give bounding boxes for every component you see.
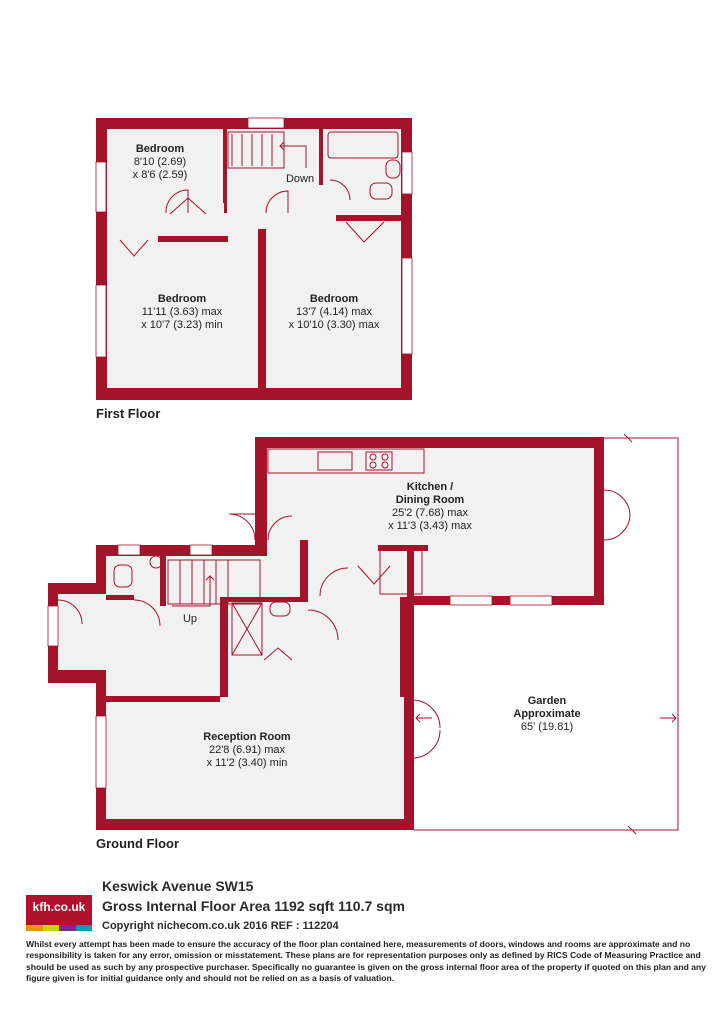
first-floor-window-top	[247, 117, 285, 129]
first-floor-window-right-bottom	[401, 257, 413, 355]
room-name: Bedroom	[136, 143, 185, 155]
stair-wall	[160, 552, 166, 606]
room-name: Dining Room	[396, 494, 465, 506]
room-name: Approximate	[513, 708, 580, 720]
room-dimension: 25'2 (7.68) max	[392, 507, 469, 519]
hall-wall	[106, 696, 220, 702]
room-dimension: x 10'10 (3.30) max	[289, 319, 380, 331]
door-swing	[319, 567, 349, 597]
room-dimension: x 10'7 (3.23) min	[141, 319, 223, 331]
wc-icon	[113, 564, 133, 588]
basin-icon	[269, 601, 291, 617]
ground-floor-plan	[47, 433, 679, 835]
door-swing	[413, 699, 441, 759]
first-floor-landing-floor-2	[107, 213, 401, 229]
garden-boundary	[414, 437, 679, 831]
room-name: Bedroom	[310, 293, 359, 305]
door-swing	[357, 565, 391, 585]
first-floor-window-right-top	[401, 151, 413, 195]
kitchen-window-bottom-2	[509, 595, 553, 606]
door-swing	[603, 489, 631, 541]
bath-icon	[327, 131, 399, 159]
ground-floor-stairs	[167, 559, 261, 605]
stair-arrow-icon	[172, 575, 215, 607]
door-swing	[267, 515, 293, 541]
porch-window	[47, 605, 59, 647]
stair-up-label: Up	[183, 613, 197, 625]
room-dimension: x 11'2 (3.40) min	[207, 757, 288, 769]
first-floor-cupboard-wall	[158, 236, 228, 242]
door-swing	[133, 599, 161, 627]
property-address: Keswick Avenue SW15	[102, 878, 254, 894]
room-dimension: 65' (19.81)	[521, 721, 573, 733]
room-name: Kitchen /	[407, 481, 453, 493]
room-dimension: x 8'6 (2.59)	[133, 169, 188, 181]
hob-icon	[365, 451, 393, 471]
stair-down-label: Down	[286, 173, 314, 185]
first-floor-bedroom-left-floor	[107, 229, 258, 388]
basin-icon	[385, 159, 401, 179]
wc-icon	[369, 182, 393, 200]
door-swing	[119, 239, 149, 257]
door-swing	[228, 513, 256, 541]
first-floor-window-left-bottom	[95, 284, 107, 358]
room-name: Reception Room	[203, 731, 291, 743]
kitchen-cupboard	[379, 547, 423, 595]
wc-wall	[106, 595, 134, 600]
room-dimension: 11'11 (3.63) max	[142, 306, 223, 318]
cloak-wall	[220, 597, 228, 697]
door-swing	[329, 179, 351, 201]
hall-window-top	[117, 544, 141, 556]
kitchen-worktop	[267, 448, 425, 474]
disclaimer: Whilst every attempt has been made to en…	[26, 939, 707, 984]
ground-floor-label: Ground Floor	[96, 836, 180, 851]
shower-icon	[231, 602, 263, 656]
porch-floor	[58, 594, 106, 670]
kitchen-window-bottom-1	[449, 595, 493, 606]
garden-arrow-right-icon	[660, 713, 677, 723]
basin-icon	[149, 555, 163, 569]
room-name: Garden	[528, 695, 567, 707]
reception-divider	[400, 597, 414, 697]
hall-window-top-2	[189, 544, 213, 556]
room-dimension: x 11'3 (3.43) max	[388, 520, 472, 532]
door-swing	[165, 189, 189, 214]
door-swing	[265, 190, 289, 214]
reception-floor	[106, 697, 404, 819]
door-swing	[263, 647, 293, 661]
first-floor-bath-wall	[319, 129, 323, 185]
sink-icon	[317, 451, 353, 471]
first-floor-label: First Floor	[96, 406, 161, 421]
reception-window-left	[95, 715, 107, 789]
first-floor-window-left-top	[95, 161, 107, 213]
kitchen-divider	[300, 540, 308, 602]
garden-arrow-left-icon	[415, 713, 432, 723]
first-floor-bedroom-small-floor	[107, 129, 223, 213]
first-floor-cupboard-wall-2	[336, 215, 402, 221]
room-name: Bedroom	[158, 293, 207, 305]
door-swing	[345, 221, 385, 243]
shower-wall	[228, 597, 300, 602]
first-floor-bedroom-right-floor	[266, 229, 401, 388]
room-dimension: 13'7 (4.14) max	[296, 306, 373, 318]
logo-text: kfh.co.uk	[32, 900, 86, 914]
door-swing	[169, 197, 207, 215]
door-swing	[307, 609, 339, 641]
copyright: Copyright nichecom.co.uk 2016 REF : 1122…	[102, 920, 339, 932]
floor-area: Gross Internal Floor Area 1192 sqft 110.…	[102, 898, 405, 914]
first-floor-plan	[95, 117, 413, 400]
kfh-logo: kfh.co.uk	[26, 895, 92, 931]
door-swing	[57, 599, 83, 625]
logo-stripe	[26, 925, 92, 931]
room-dimension: 22'8 (6.91) max	[209, 744, 286, 756]
first-floor-divider-wall	[258, 229, 266, 388]
room-dimension: 8'10 (2.69)	[134, 156, 186, 168]
stair-arrow-icon	[279, 141, 307, 168]
